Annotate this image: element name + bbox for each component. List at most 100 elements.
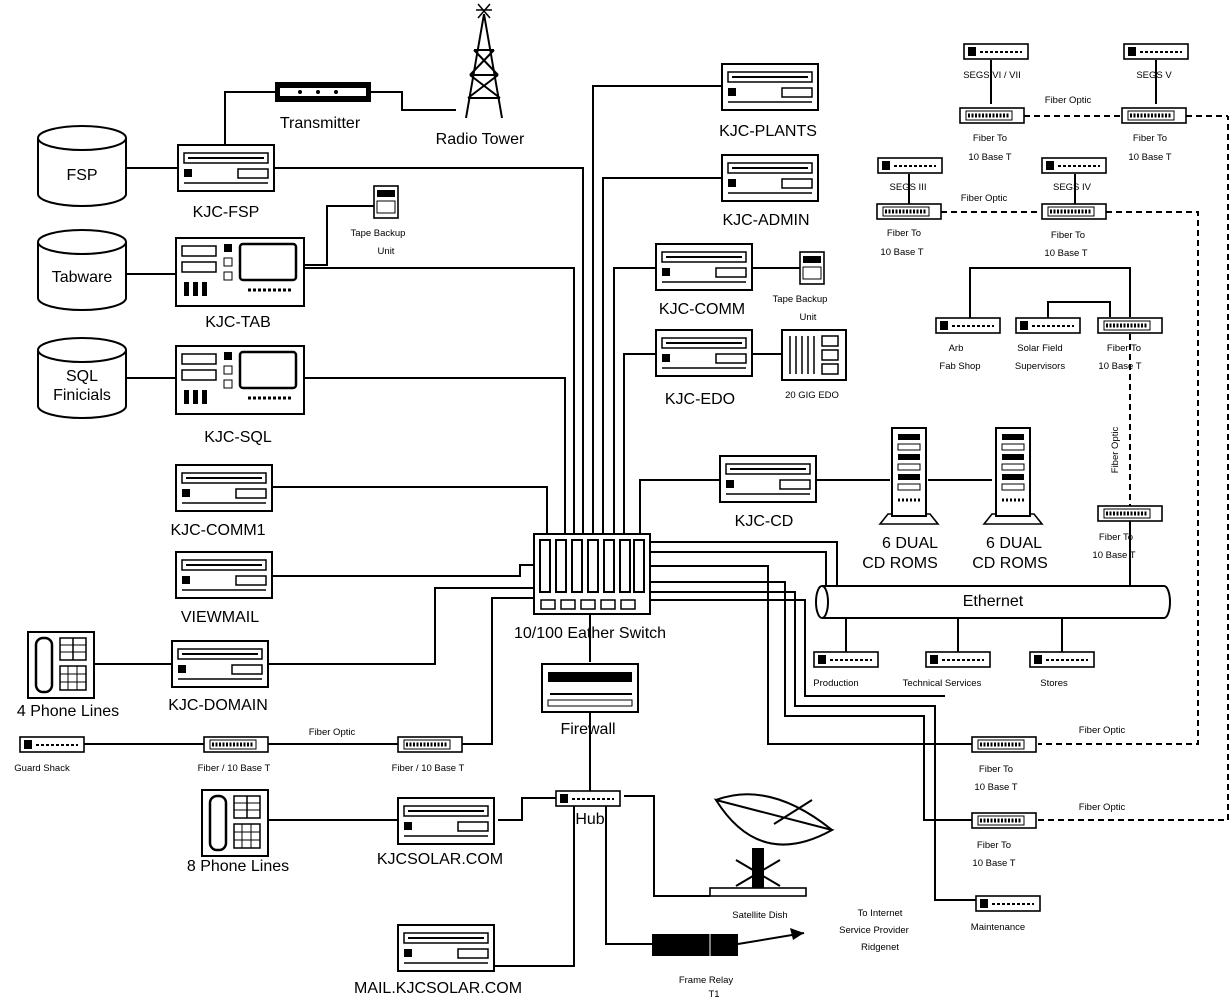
svg-text:Radio Tower: Radio Tower <box>436 131 525 148</box>
fiber-converter-v: Fiber To 10 Base T <box>1120 106 1188 163</box>
tabware-label: Tabware <box>52 269 113 286</box>
svg-text:Tape Backup: Tape Backup <box>351 228 406 239</box>
svg-text:T1: T1 <box>708 989 719 1000</box>
fiber-optic-label-lower-2: Fiber Optic <box>1079 802 1126 813</box>
guard-shack-device: Guard Shack <box>14 736 85 774</box>
svg-text:Unit: Unit <box>378 246 395 257</box>
svg-text:Fiber / 10 Base T: Fiber / 10 Base T <box>392 763 465 774</box>
svg-text:SEGS III: SEGS III <box>890 182 927 193</box>
svg-text:6 DUAL: 6 DUAL <box>986 535 1042 552</box>
svg-text:10 Base T: 10 Base T <box>1128 152 1171 163</box>
tape-backup-unit-left: Tape Backup Unit <box>351 185 406 257</box>
svg-text:Stores: Stores <box>1040 678 1068 689</box>
fiber-optic-label-left: Fiber Optic <box>309 727 356 738</box>
svg-text:20 GIG EDO: 20 GIG EDO <box>785 390 839 401</box>
ethernet-switch: 10/100 Eather Switch <box>514 533 666 642</box>
svg-text:To Internet: To Internet <box>858 908 903 919</box>
svg-text:Fiber To: Fiber To <box>979 764 1013 775</box>
svg-text:Finicials: Finicials <box>53 387 111 404</box>
solar-field-supervisors-device: Solar Field Supervisors <box>1015 317 1081 372</box>
svg-text:Guard Shack: Guard Shack <box>14 763 70 774</box>
svg-text:Service Provider: Service Provider <box>839 925 909 936</box>
svg-text:8 Phone Lines: 8 Phone Lines <box>187 858 289 875</box>
fiber-optic-label-lower-1: Fiber Optic <box>1079 725 1126 736</box>
tabware-storage: Tabware <box>37 229 127 311</box>
svg-text:VIEWMAIL: VIEWMAIL <box>181 609 259 626</box>
svg-text:Firewall: Firewall <box>560 721 615 738</box>
fiber-converter-vi-vii: Fiber To 10 Base T <box>958 106 1026 163</box>
svg-text:KJC-COMM1: KJC-COMM1 <box>170 522 265 539</box>
svg-text:CD ROMS: CD ROMS <box>972 555 1048 572</box>
svg-text:CD ROMS: CD ROMS <box>862 555 938 572</box>
fiber-converter-iii: Fiber To 10 Base T <box>875 202 943 258</box>
segs-iii: SEGS III <box>877 157 943 193</box>
satellite-dish-icon: Satellite Dish <box>709 793 835 921</box>
svg-text:KJC-CD: KJC-CD <box>735 513 794 530</box>
svg-text:10 Base T: 10 Base T <box>968 152 1011 163</box>
kjc-admin-server: KJC-ADMIN <box>721 154 819 229</box>
kjc-tab-workstation: KJC-TAB <box>174 236 306 331</box>
svg-text:4 Phone Lines: 4 Phone Lines <box>17 703 119 720</box>
segs-iv: SEGS IV <box>1041 157 1107 193</box>
kjc-cd-server: KJC-CD <box>719 455 817 530</box>
svg-text:10 Base T: 10 Base T <box>1092 550 1135 561</box>
frame-relay-t1: Frame Relay T1 <box>652 934 738 1000</box>
fiber-10baset-left-1: Fiber / 10 Base T <box>198 735 271 774</box>
technical-services-device: Technical Services <box>903 651 991 689</box>
svg-text:SEGS VI / VII: SEGS VI / VII <box>963 70 1021 81</box>
svg-text:Fiber / 10 Base T: Fiber / 10 Base T <box>198 763 271 774</box>
mail-server: MAIL.KJCSOLAR.COM <box>354 924 522 997</box>
kjc-domain-server: KJC-DOMAIN <box>168 640 269 714</box>
production-device: Production <box>813 651 879 689</box>
fiber-converter-iv: Fiber To 10 Base T <box>1040 202 1108 259</box>
eight-phone-lines: 8 Phone Lines <box>187 788 289 875</box>
kjc-plants-server: KJC-PLANTS <box>719 63 819 140</box>
svg-text:10 Base T: 10 Base T <box>880 247 923 258</box>
svg-text:Supervisors: Supervisors <box>1015 361 1065 372</box>
transmitter: Transmitter <box>275 82 371 132</box>
fiber-optic-label-vertical: Fiber Optic <box>1110 427 1121 474</box>
sql-storage: SQL Finicials <box>37 337 127 419</box>
kjc-comm-server: KJC-COMM <box>655 243 753 318</box>
cd-tower-1: 6 DUAL CD ROMS <box>862 426 940 572</box>
svg-text:Fiber To: Fiber To <box>1107 343 1141 354</box>
svg-text:10 Base T: 10 Base T <box>974 782 1017 793</box>
svg-text:Fab Shop: Fab Shop <box>939 361 980 372</box>
maintenance-device: Maintenance <box>971 895 1041 933</box>
segs-vi-vii: SEGS VI / VII <box>963 43 1029 81</box>
fsp-storage: FSP <box>37 125 127 207</box>
svg-text:MAIL.KJCSOLAR.COM: MAIL.KJCSOLAR.COM <box>354 980 522 997</box>
fiber-converter-lower-2: Fiber To 10 Base T <box>970 811 1038 869</box>
kjc-comm1-server: KJC-COMM1 <box>170 464 273 539</box>
svg-text:Satellite Dish: Satellite Dish <box>732 910 787 921</box>
kjc-sql-workstation: KJC-SQL <box>174 344 306 446</box>
fiber-optic-label-mid: Fiber Optic <box>961 193 1008 204</box>
fiber-optic-label-top: Fiber Optic <box>1045 95 1092 106</box>
ethernet-backbone: Ethernet <box>815 585 1171 619</box>
svg-text:Fiber To: Fiber To <box>1133 133 1167 144</box>
kjc-edo-server: KJC-EDO <box>655 329 753 408</box>
svg-text:10 Base T: 10 Base T <box>972 858 1015 869</box>
kjcsolar-server: KJCSOLAR.COM <box>377 797 503 868</box>
svg-text:KJC-EDO: KJC-EDO <box>665 391 735 408</box>
svg-text:10 Base T: 10 Base T <box>1098 361 1141 372</box>
cd-tower-2: 6 DUAL CD ROMS <box>972 426 1048 572</box>
firewall: Firewall <box>541 663 639 738</box>
svg-text:KJC-COMM: KJC-COMM <box>659 301 745 318</box>
svg-text:Arb: Arb <box>949 343 964 354</box>
svg-text:KJC-PLANTS: KJC-PLANTS <box>719 123 817 140</box>
svg-text:Fiber To: Fiber To <box>977 840 1011 851</box>
svg-text:Frame Relay: Frame Relay <box>679 975 734 986</box>
svg-text:Hub: Hub <box>575 811 604 828</box>
svg-text:SEGS IV: SEGS IV <box>1053 182 1092 193</box>
svg-text:KJC-ADMIN: KJC-ADMIN <box>722 212 809 229</box>
stores-device: Stores <box>1029 651 1095 689</box>
svg-text:10/100 Eather Switch: 10/100 Eather Switch <box>514 625 666 642</box>
svg-text:KJC-FSP: KJC-FSP <box>193 204 260 221</box>
svg-text:SQL: SQL <box>66 368 98 385</box>
fsp-label: FSP <box>66 167 97 184</box>
fiber-converter-solar: Fiber To 10 Base T <box>1096 316 1164 372</box>
viewmail-server: VIEWMAIL <box>175 551 273 626</box>
radio-tower-icon: Radio Tower <box>436 3 525 148</box>
